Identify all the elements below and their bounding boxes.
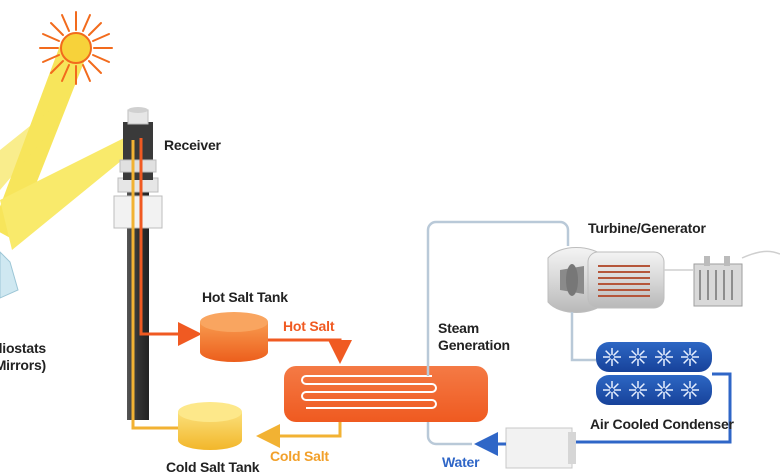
condenser-return-pipe — [576, 372, 732, 444]
hot-salt-pipe-to-steam — [268, 338, 352, 364]
sun-icon — [39, 11, 113, 85]
fan-icon — [603, 348, 699, 399]
heliostat-mirror — [0, 251, 19, 299]
receiver-ring — [119, 159, 157, 173]
fan-icon — [629, 348, 647, 366]
cold-salt-pipe-return — [256, 422, 342, 448]
steam-generator — [284, 366, 488, 422]
air-cooled-condenser — [596, 342, 712, 405]
water-pipe-to-steam — [426, 422, 472, 446]
tower-collar — [117, 177, 159, 193]
hot-salt-pipe-up — [139, 138, 202, 346]
cold-salt-tank-label: Cold Salt Tank — [166, 459, 260, 475]
steam-generation-label: Steam Generation — [438, 320, 510, 354]
sunbeams — [0, 40, 132, 250]
fan-icon — [629, 381, 647, 399]
cold-salt-tank — [178, 402, 242, 450]
air-cooled-condenser-label: Air Cooled Condenser — [590, 416, 734, 432]
heliostats-label: Heliostats (Mirrors) — [0, 340, 46, 374]
fan-icon — [681, 381, 699, 399]
turbine-blades — [560, 264, 584, 296]
fan-icon — [655, 348, 673, 366]
sunbeam-incoming-2 — [0, 110, 60, 190]
fan-icon — [603, 348, 621, 366]
water-label: Water — [442, 454, 480, 470]
tower-box — [113, 195, 163, 229]
turbine-generator-label: Turbine/Generator — [588, 220, 706, 236]
water-pump — [505, 427, 576, 469]
fan-icon — [655, 381, 673, 399]
steam-generation-label-line1: Steam — [438, 320, 480, 336]
power-line — [664, 250, 780, 271]
sunbeam-reflected-1 — [0, 138, 132, 250]
hot-salt-label: Hot Salt — [283, 318, 335, 334]
cold-salt-label: Cold Salt — [270, 448, 329, 464]
hot-salt-tank-label: Hot Salt Tank — [202, 289, 288, 305]
hot-salt-tank — [200, 312, 268, 362]
cold-salt-pipe-down — [131, 140, 178, 430]
transformer — [693, 256, 743, 307]
generator-windings — [598, 265, 650, 297]
steam-generator-coils — [301, 375, 437, 409]
receiver-label: Receiver — [164, 137, 221, 153]
fan-icon — [603, 381, 621, 399]
fan-icon — [681, 348, 699, 366]
steam-generation-label-line2: Generation — [438, 337, 510, 353]
heliostats-label-line1: Heliostats — [0, 340, 46, 356]
heliostats-label-line2: (Mirrors) — [0, 357, 46, 373]
exhaust-steam-pipe — [570, 312, 596, 362]
receiver-cap-top — [128, 107, 148, 113]
steam-pipe — [426, 220, 570, 376]
turbine-generator — [547, 247, 665, 313]
